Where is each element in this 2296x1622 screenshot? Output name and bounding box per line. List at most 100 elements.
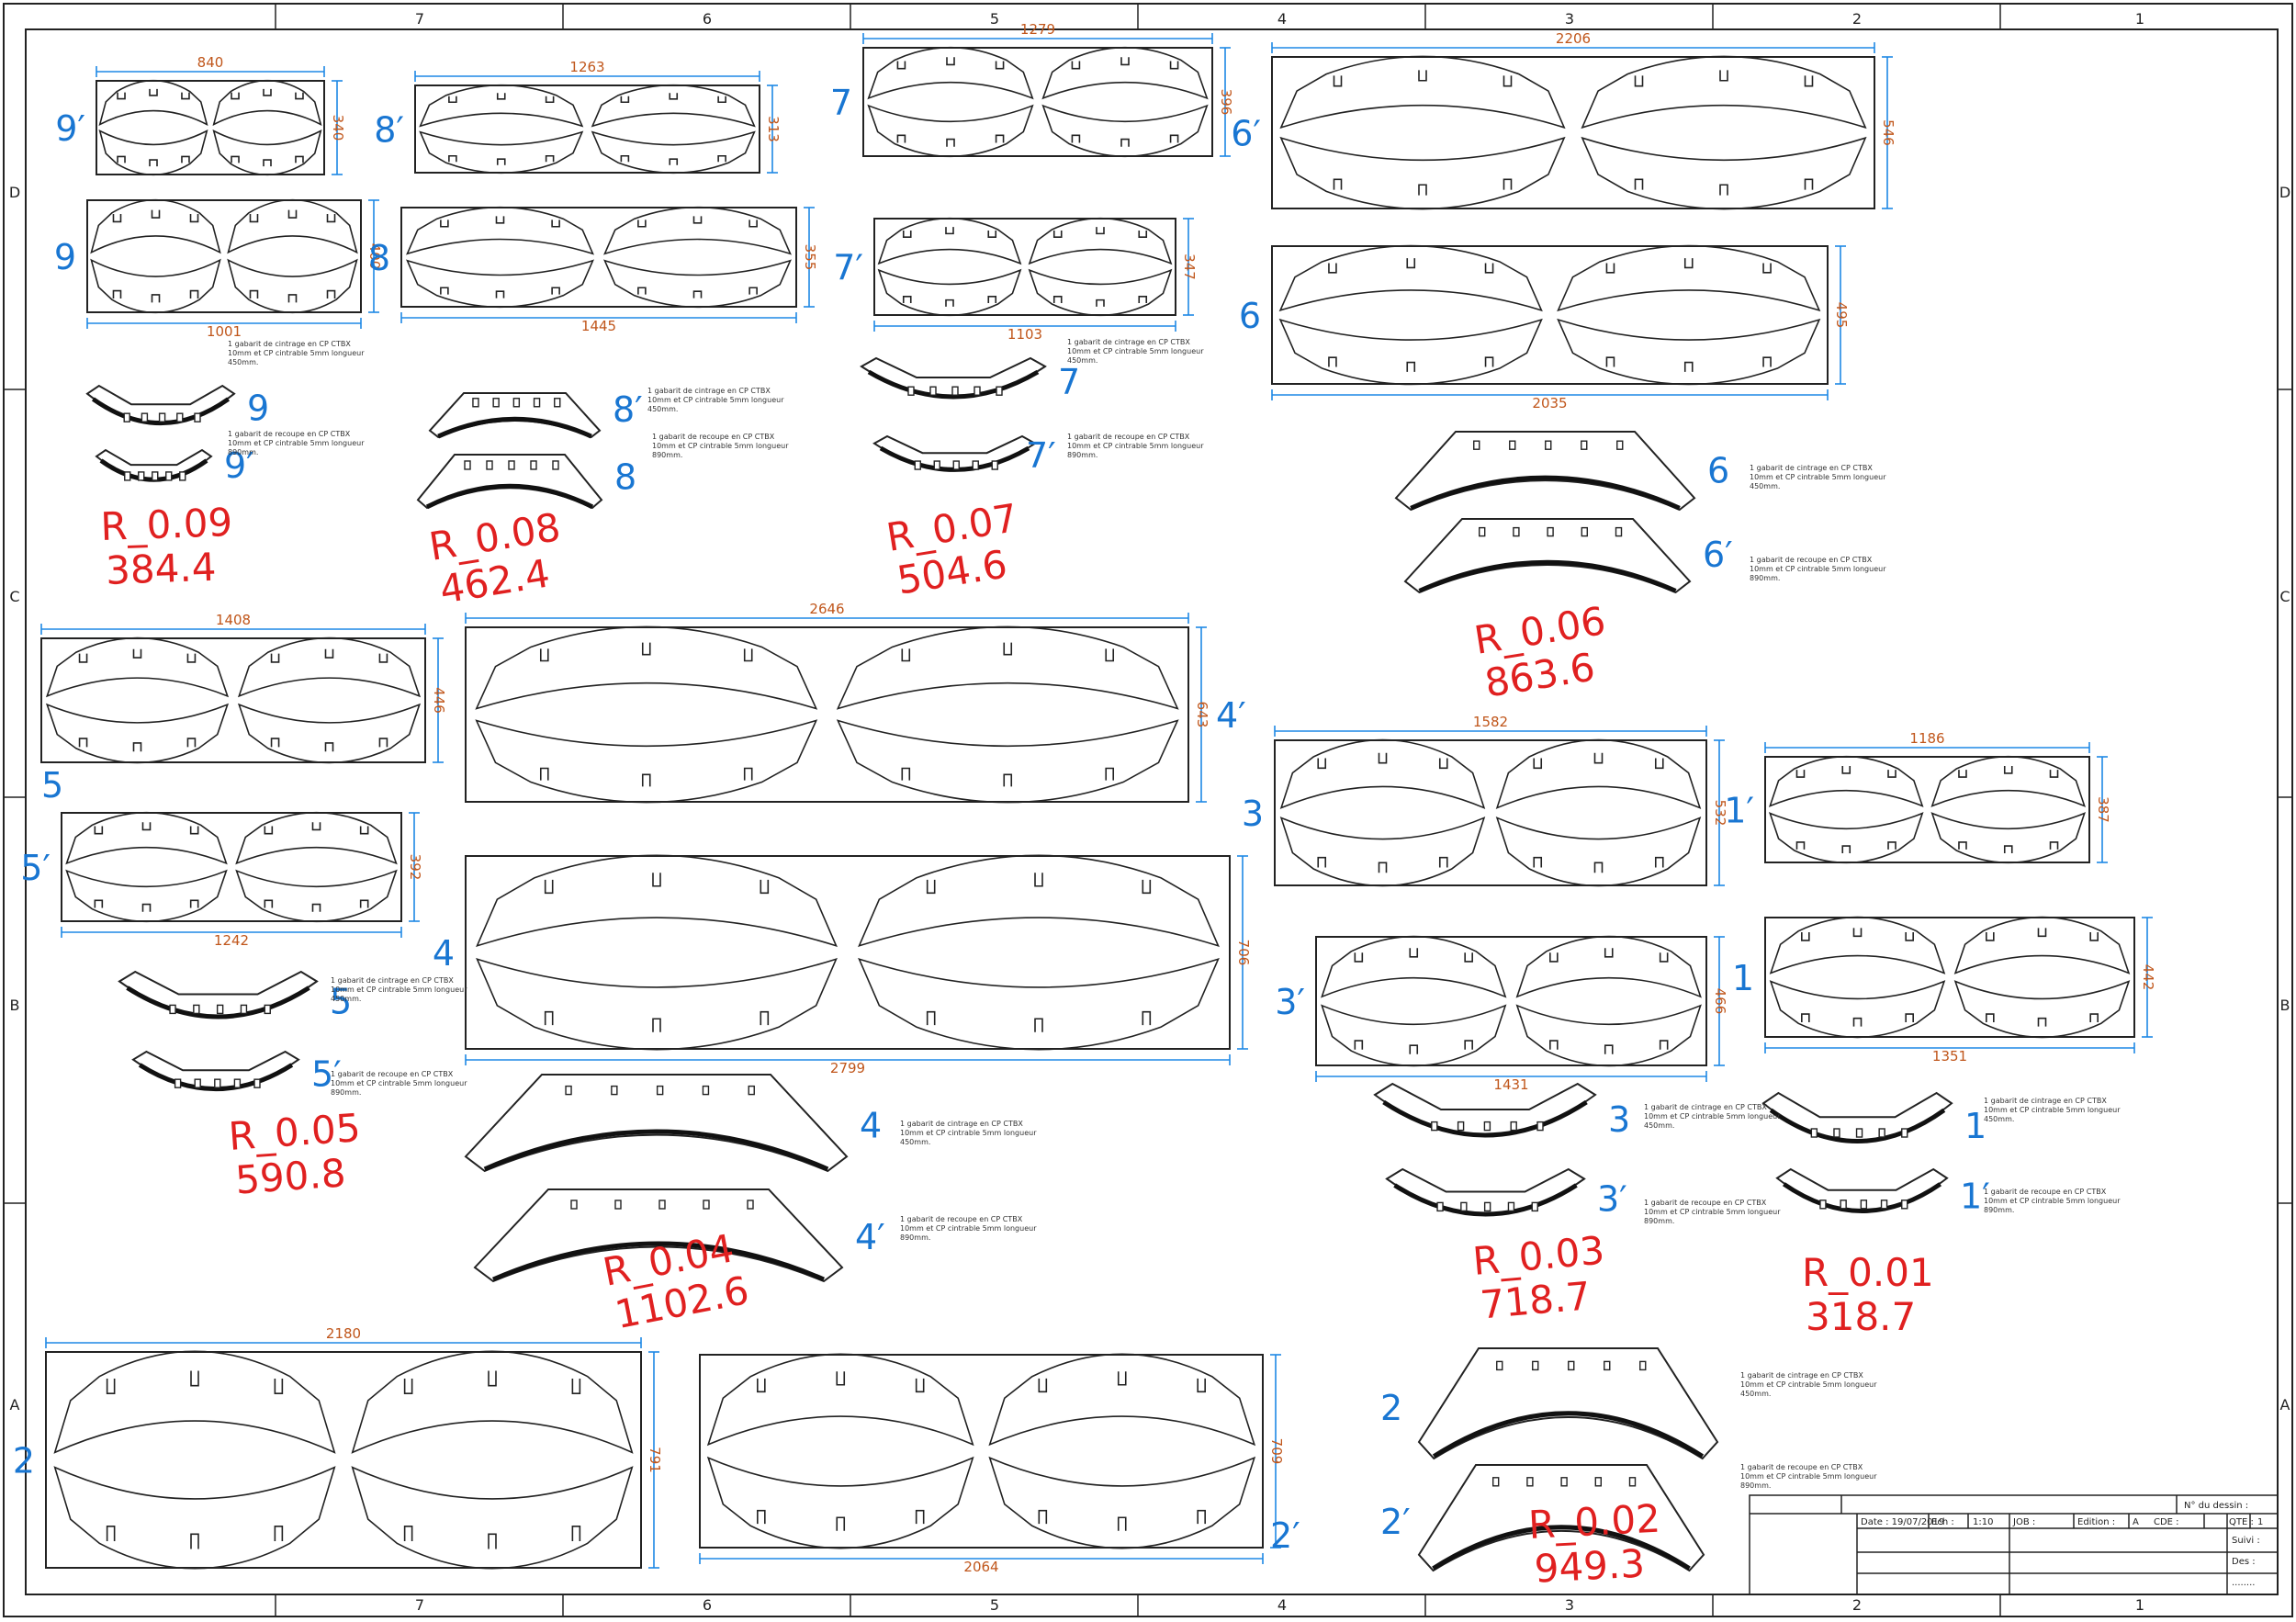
panel-label: 3	[1242, 794, 1264, 834]
zone-right-D: D	[2279, 184, 2290, 201]
zone-ticks	[4, 4, 2292, 1616]
zone-top-6: 6	[703, 10, 712, 28]
zone-top-3: 3	[1565, 10, 1574, 28]
svg-text:10mm et CP cintrable 5mm longu: 10mm et CP cintrable 5mm longueur	[1644, 1208, 1781, 1216]
jig-j3: 3	[1373, 1082, 1630, 1140]
tb-qte-value: 1	[2257, 1517, 2263, 1527]
jig-label: 9′	[224, 445, 254, 486]
tb-edition-label: Edition :	[2077, 1517, 2115, 1527]
inner-frame	[25, 28, 2279, 1595]
panel-label: 4	[433, 933, 455, 974]
svg-text:10mm et CP cintrable 5mm longu: 10mm et CP cintrable 5mm longueur	[228, 439, 365, 447]
svg-text:890mm.: 890mm.	[1740, 1481, 1771, 1490]
svg-text:890mm.: 890mm.	[1644, 1217, 1674, 1225]
svg-text:10mm et CP cintrable 5mm longu: 10mm et CP cintrable 5mm longueur	[1067, 442, 1204, 450]
tb-des: Des :	[2232, 1557, 2256, 1567]
panel-label: 6′	[1231, 114, 1261, 154]
radius-length: 590.8	[234, 1150, 347, 1202]
svg-text:1 gabarit de recoupe en CP CTB: 1 gabarit de recoupe en CP CTBX	[1067, 433, 1190, 441]
jig-j9: 9	[85, 384, 269, 429]
svg-text:1 gabarit de recoupe en CP CTB: 1 gabarit de recoupe en CP CTBX	[1644, 1199, 1767, 1207]
svg-text:450mm.: 450mm.	[1750, 482, 1780, 490]
width-dim: 2206	[1556, 30, 1591, 47]
jig-j1b: 1′	[1775, 1167, 1990, 1216]
height-dim: 347	[1181, 253, 1198, 280]
svg-text:1 gabarit de cintrage en CP CT: 1 gabarit de cintrage en CP CTBX	[1740, 1371, 1863, 1380]
jig-label: 2′	[1380, 1502, 1411, 1542]
height-dim: 466	[1712, 988, 1728, 1015]
svg-text:10mm et CP cintrable 5mm longu: 10mm et CP cintrable 5mm longueur	[1750, 473, 1886, 481]
svg-text:1 gabarit de cintrage en CP CT: 1 gabarit de cintrage en CP CTBX	[1644, 1103, 1767, 1111]
jig-label: 7	[1058, 362, 1080, 402]
radius-label: R_0.02	[1527, 1496, 1661, 1548]
jig-label: 6	[1707, 450, 1729, 490]
jig-label: 1	[1964, 1106, 1986, 1146]
jig-label: 8	[614, 457, 636, 498]
svg-text:10mm et CP cintrable 5mm longu: 10mm et CP cintrable 5mm longueur	[331, 1079, 467, 1087]
svg-text:450mm.: 450mm.	[1067, 356, 1097, 365]
height-dim: 340	[330, 115, 346, 141]
radius-label: R_0.09	[100, 500, 233, 549]
width-dim: 2180	[326, 1325, 361, 1342]
tb-job: JOB :	[2012, 1517, 2035, 1527]
svg-text:450mm.: 450mm.	[1740, 1390, 1771, 1398]
zone-left-D: D	[9, 184, 20, 201]
tb-dots: ........	[2232, 1578, 2255, 1588]
svg-text:1 gabarit de cintrage en CP CT: 1 gabarit de cintrage en CP CTBX	[228, 340, 351, 348]
radius-label: R_0.01	[1802, 1250, 1934, 1295]
panel-label: 4′	[1216, 695, 1246, 736]
jig-label: 8′	[613, 389, 643, 430]
svg-text:890mm.: 890mm.	[1067, 451, 1097, 459]
tb-suivi: Suivi :	[2232, 1536, 2260, 1546]
svg-text:10mm et CP cintrable 5mm longu: 10mm et CP cintrable 5mm longueur	[1984, 1197, 2121, 1205]
width-dim: 1279	[1020, 21, 1055, 38]
svg-text:890mm.: 890mm.	[228, 448, 258, 456]
panel-label: 8	[368, 238, 390, 278]
jig-layer: 99′8′877′66′55′44′33′11′22′	[85, 356, 1990, 1572]
svg-text:10mm et CP cintrable 5mm longu: 10mm et CP cintrable 5mm longueur	[900, 1224, 1037, 1233]
height-dim: 396	[1218, 89, 1234, 116]
title-block: N° du dessin : Date : 19/07/2019 Ech : 1…	[1749, 1494, 2279, 1595]
panel-label: 2	[13, 1441, 35, 1481]
height-dim: 446	[431, 687, 447, 714]
width-dim: 1001	[207, 323, 242, 340]
svg-text:890mm.: 890mm.	[900, 1233, 930, 1242]
panel-label: 7	[830, 83, 852, 123]
zone-top-7: 7	[415, 10, 424, 28]
svg-text:890mm.: 890mm.	[1750, 574, 1780, 582]
height-dim: 392	[407, 854, 423, 881]
radius-length: 718.7	[1479, 1273, 1593, 1327]
panel-label: 5	[41, 765, 63, 805]
tb-code: CDE :	[2154, 1517, 2179, 1527]
panel-label: 1′	[1724, 791, 1754, 831]
width-dim: 1582	[1473, 714, 1508, 730]
jig-j5: 5	[118, 970, 352, 1022]
jig-j4: 4	[464, 1074, 882, 1173]
tb-edition-value: A	[2133, 1517, 2139, 1527]
width-dim: 840	[197, 54, 224, 71]
svg-text:450mm.: 450mm.	[1984, 1115, 2014, 1123]
width-dim: 1445	[581, 318, 616, 334]
zone-bottom-4: 4	[1277, 1596, 1287, 1614]
width-dim: 2799	[830, 1060, 865, 1076]
